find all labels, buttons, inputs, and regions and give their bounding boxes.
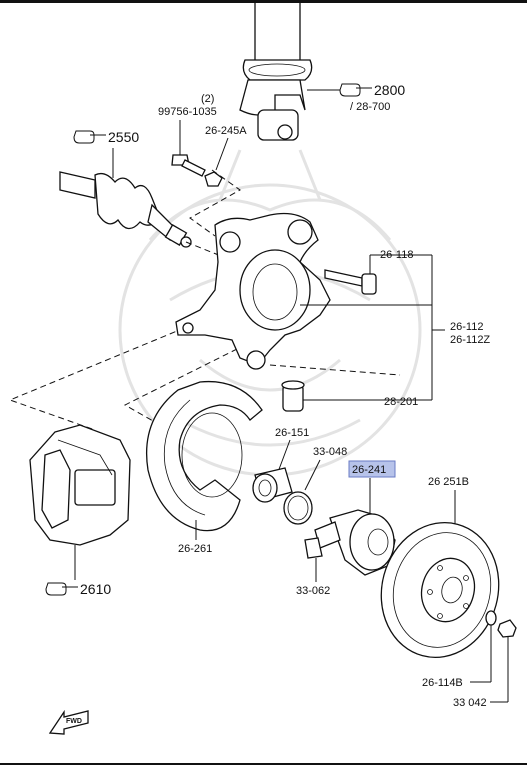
part-33-062-label: 33-062	[296, 585, 330, 597]
reference-hand-icon	[73, 130, 106, 144]
part-26-245A-label: 26-245A	[205, 125, 247, 137]
part-33-048[interactable]: 33-048	[283, 446, 347, 525]
bolt-number-label: 99756-1035	[158, 106, 217, 118]
part-26-112-label: 26-112	[450, 321, 483, 333]
part-26-112Z-label: 26-112Z	[450, 334, 490, 346]
ref-2610-label: 2610	[80, 581, 111, 597]
forward-arrow-icon: FWD	[48, 709, 89, 735]
highlight-box	[348, 460, 396, 478]
part-26-114B-label: 26-114B	[422, 677, 463, 689]
part-28-201[interactable]: 28-201	[281, 380, 432, 412]
bolt-99756[interactable]: (2) 99756-1035	[158, 93, 217, 177]
part-26-114B[interactable]: 26-114B	[422, 610, 497, 689]
reference-hand-icon	[339, 83, 372, 97]
ref-2550[interactable]: 2550	[73, 129, 139, 178]
reference-hand-icon	[45, 582, 78, 596]
ref-2800[interactable]: 2800 / 28-700	[307, 82, 405, 113]
part-26-151-label: 26-151	[275, 427, 309, 439]
strut-assembly[interactable]	[239, 0, 313, 141]
ref-2610[interactable]: 2610	[45, 581, 111, 597]
part-26-241[interactable]: 26-241	[314, 460, 396, 576]
part-26-118[interactable]: 26-118	[324, 249, 432, 295]
part-26-151[interactable]: 26-151	[252, 427, 309, 503]
part-33-062[interactable]: 33-062	[296, 537, 330, 597]
part-33-048-label: 33-048	[313, 446, 347, 458]
brake-caliper[interactable]	[29, 424, 131, 580]
part-26-112[interactable]: 26-112 26-112Z	[300, 255, 490, 400]
drive-shaft[interactable]	[59, 171, 192, 248]
bolt-qty-label: (2)	[201, 93, 214, 105]
steering-knuckle[interactable]	[175, 212, 331, 370]
part-26-241-label: 26-241	[352, 464, 386, 476]
fwd-label: FWD	[66, 718, 82, 725]
ref-2800-label: 2800	[374, 82, 405, 98]
part-26-261[interactable]: 26-261	[145, 380, 263, 555]
part-33-042[interactable]: 33 042	[453, 619, 517, 709]
part-26-118-label: 26-118	[380, 249, 413, 261]
part-33-042-label: 33 042	[453, 697, 487, 709]
part-26-245A[interactable]: 26-245A	[204, 125, 247, 187]
part-28-201-label: 28-201	[384, 396, 418, 408]
part-26-251B-label: 26 251B	[428, 476, 469, 488]
part-26-251B[interactable]: 26 251B	[366, 476, 513, 671]
ref-28700-label: / 28-700	[350, 101, 390, 113]
part-26-261-label: 26-261	[178, 543, 212, 555]
ref-2550-label: 2550	[108, 129, 139, 145]
